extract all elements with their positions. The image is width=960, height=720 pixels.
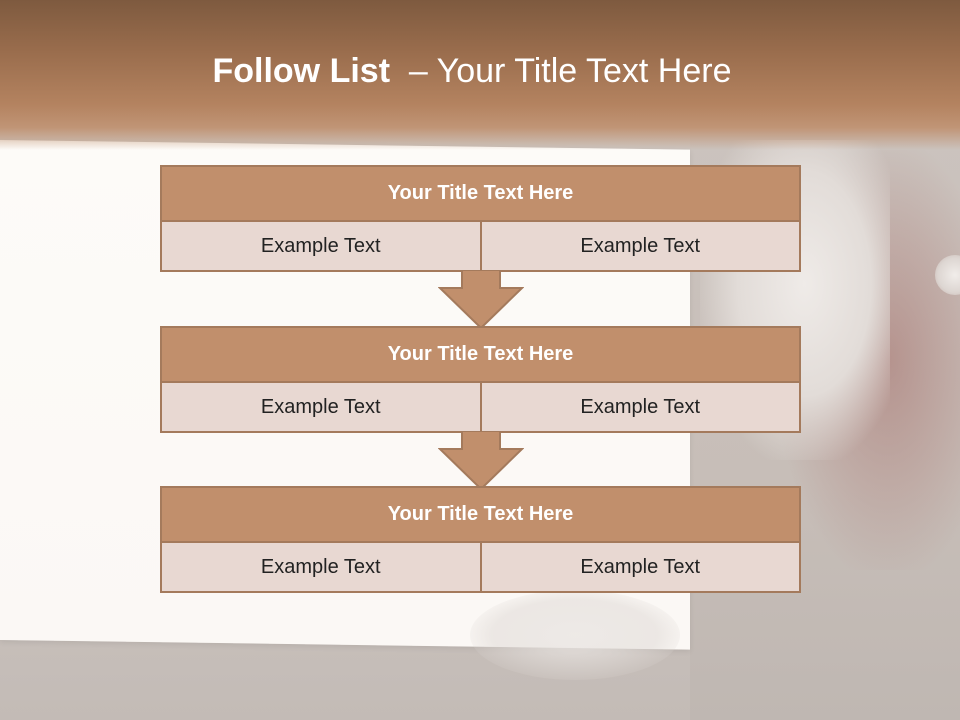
down-arrow-1 [438,270,524,330]
step-2-cells: Example Text Example Text [160,383,801,433]
step-1-left-cell: Example Text [160,222,482,272]
santa-hat-pompom [935,255,960,295]
step-3-cells: Example Text Example Text [160,543,801,593]
step-1-cells: Example Text Example Text [160,222,801,272]
step-3-title: Your Title Text Here [160,486,801,543]
down-arrow-2 [438,431,524,491]
step-2: Your Title Text Here Example Text Exampl… [160,326,801,433]
slide-title-bold: Follow List [212,52,391,90]
step-3-left-cell: Example Text [160,543,482,593]
slide-title: Follow List – Your Title Text Here [0,52,944,91]
step-2-right-cell: Example Text [479,383,801,433]
title-band [0,0,960,150]
step-3-right-cell: Example Text [479,543,801,593]
step-1-right-cell: Example Text [479,222,801,272]
slide-title-rest: – Your Title Text Here [390,52,732,90]
step-2-left-cell: Example Text [160,383,482,433]
step-1-title: Your Title Text Here [160,165,801,222]
step-1: Your Title Text Here Example Text Exampl… [160,165,801,272]
step-3: Your Title Text Here Example Text Exampl… [160,486,801,593]
santa-glove-shape [470,590,680,680]
step-2-title: Your Title Text Here [160,326,801,383]
